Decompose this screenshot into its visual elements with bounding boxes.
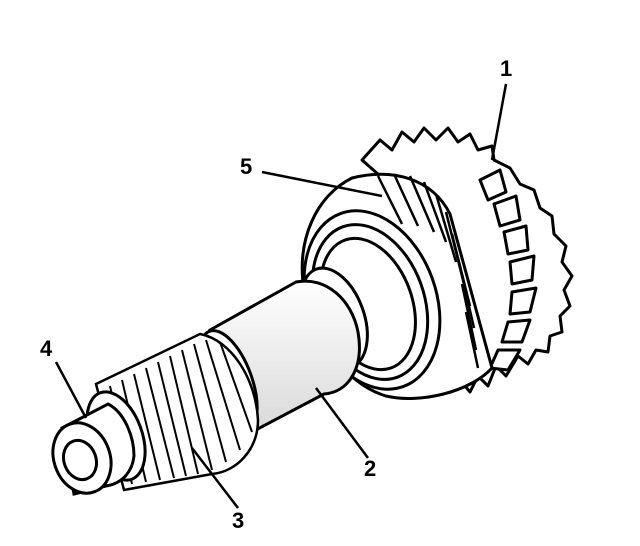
shaft-end-journal — [51, 390, 147, 496]
leader-line-5 — [261, 170, 383, 198]
callout-1: 1 — [500, 56, 513, 81]
callout-4: 4 — [40, 336, 53, 361]
callout-5: 5 — [240, 154, 253, 179]
leader-lines — [54, 83, 508, 509]
leader-line-1 — [490, 83, 508, 161]
callout-3: 3 — [232, 508, 245, 533]
leader-line-2 — [314, 387, 370, 459]
leader-line-4 — [54, 361, 88, 419]
leader-line-3 — [191, 447, 239, 509]
callout-2: 2 — [364, 456, 377, 481]
